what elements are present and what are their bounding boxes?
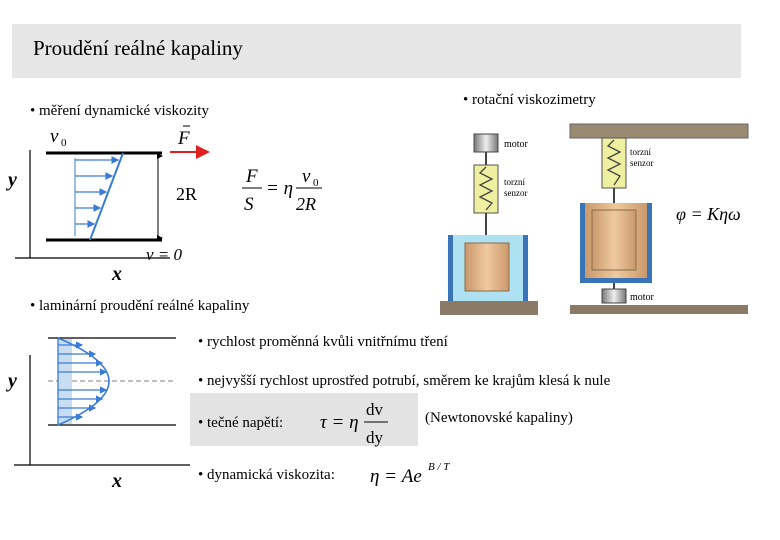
shear-flow-diagram: y x 2R v 0 F v = 0 F S = η v 0 2R [6, 125, 322, 285]
shear-stress-box [190, 393, 418, 446]
dy-text: dy [366, 428, 384, 447]
left-sensor-label-2: senzor [504, 188, 528, 198]
y-label: y [6, 169, 17, 191]
dv-text: dv [366, 400, 384, 419]
formula-S: S [244, 194, 254, 215]
formula-2R: 2R [296, 194, 316, 214]
formula-F: F [245, 166, 258, 187]
v-zero-label: v = 0 [146, 245, 183, 264]
formula-v0: v [302, 166, 311, 187]
x-label: x [111, 263, 122, 285]
right-sensor-label-2: senzor [630, 158, 654, 168]
formula-eq: = η [266, 178, 293, 199]
rotational-viscometer-illustration: motor torzní senzor torzní senzor motor [440, 123, 749, 315]
y-label-2: y [6, 370, 17, 392]
bullet-max-speed: • nejvyšší rychlost uprostřed potrubí, s… [198, 373, 611, 389]
rotation-formula: φ = Kηω [676, 204, 741, 224]
eta-eq: η = Ae [370, 466, 422, 487]
x-label-2: x [111, 470, 122, 490]
exponent: B / T [428, 461, 450, 473]
right-bob [591, 209, 637, 271]
slide-title: Proudění reálné kapaliny [33, 36, 243, 60]
bullet-rotational-viscometers: • rotační viskozimetry [463, 92, 596, 108]
left-viscometer: motor torzní senzor [440, 133, 538, 315]
viscosity-formula: η = Ae B / T [370, 461, 450, 487]
title-bar [12, 24, 741, 78]
newtonian-note: (Newtonovské kapaliny) [425, 410, 573, 426]
shear-stress-formula: τ = η dv dy [320, 400, 388, 447]
right-motor-label: motor [630, 292, 655, 303]
right-spring-icon [606, 139, 622, 186]
left-rotor [464, 242, 510, 292]
bullet-dynamic-viscosity-formula: • dynamická viskozita: [198, 467, 335, 483]
right-sensor-label-1: torzní [630, 147, 651, 157]
right-motor-housing [601, 288, 627, 304]
right-base [570, 305, 748, 314]
formula-v0-sub: 0 [313, 177, 319, 189]
two-r-label: 2R [176, 184, 197, 204]
left-base [440, 301, 538, 315]
velocity-profile [89, 152, 124, 241]
right-viscometer: torzní senzor motor [569, 123, 749, 314]
bullet-shear-stress: • tečné napětí: [198, 415, 284, 431]
left-torsion-sensor [473, 164, 499, 214]
laminar-profile-diagram: y x [6, 337, 190, 490]
v0-label: v [50, 126, 59, 147]
force-label: F [177, 128, 190, 149]
left-motor-housing [473, 133, 499, 153]
left-spring-icon [478, 166, 494, 211]
right-top-bar [569, 123, 749, 139]
v0-subscript: 0 [61, 137, 67, 149]
right-torsion-sensor [601, 137, 627, 189]
bullet-variable-speed: • rychlost proměnná kvůli vnitřnímu třen… [198, 334, 448, 350]
left-motor-label: motor [504, 139, 529, 150]
bullet-dynamic-viscosity: • měření dynamické viskozity [30, 103, 209, 119]
left-sensor-label-1: torzní [504, 177, 525, 187]
profile-shading [58, 339, 72, 424]
tau-eq: τ = η [320, 412, 359, 433]
bullet-laminar-flow: • laminární proudění reálné kapaliny [30, 298, 250, 314]
